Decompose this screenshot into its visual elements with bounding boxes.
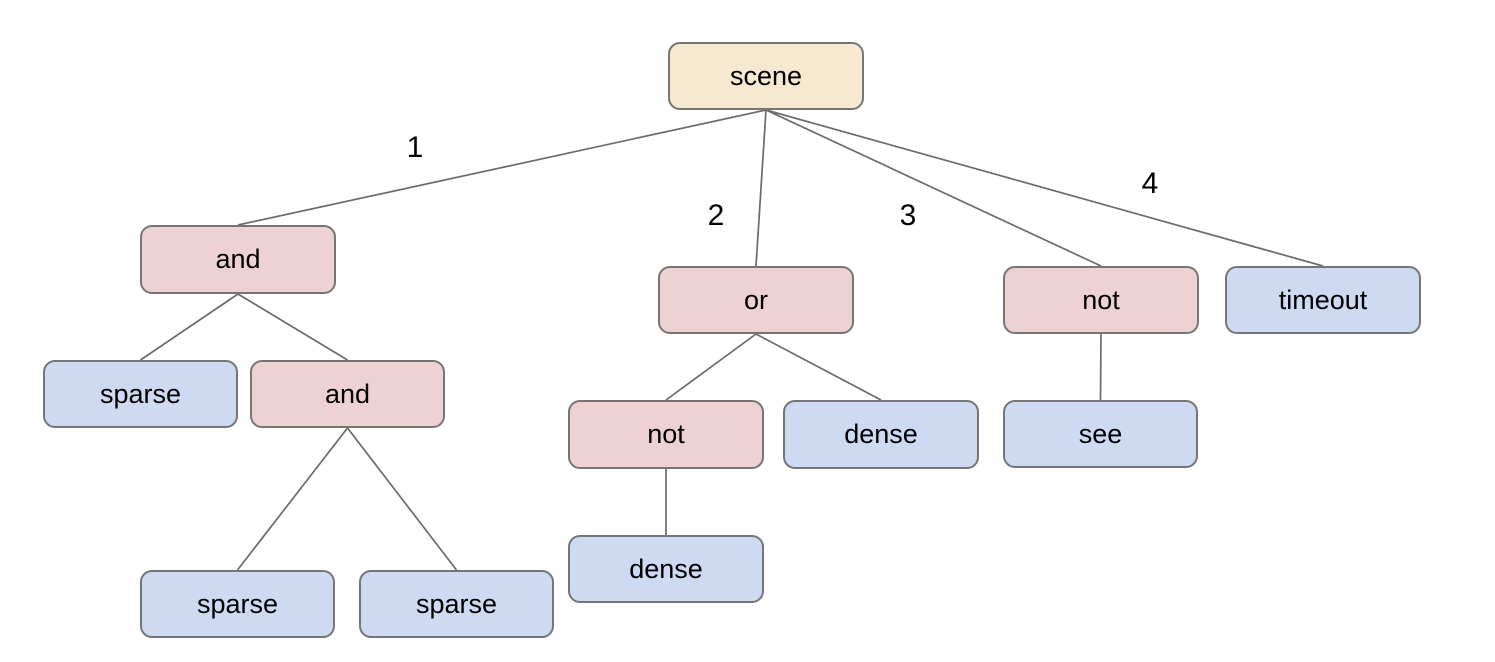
edge-line-and-2-sparse-2: [236, 427, 349, 571]
edge-line-scene-or-1: [755, 109, 767, 267]
edge-label-2: 2: [707, 199, 725, 232]
tree-node-and-1: and: [140, 225, 336, 294]
tree-node-sparse-3: sparse: [359, 570, 554, 638]
edge-label-4: 4: [1141, 167, 1159, 200]
tree-node-sparse-2: sparse: [140, 570, 335, 638]
tree-node-scene: scene: [668, 42, 864, 110]
tree-node-timeout-1: timeout: [1225, 266, 1421, 334]
tree-node-or-1: or: [658, 266, 854, 334]
edge-line-or-1-not-2: [665, 333, 757, 401]
edge-line-scene-and-1: [237, 109, 767, 226]
tree-node-see-1: see: [1003, 400, 1198, 468]
tree-node-not-2: not: [568, 400, 764, 469]
edge-line-scene-timeout-1: [765, 109, 1324, 267]
edge-line-or-1-dense-1: [755, 333, 882, 401]
edge-line-and-1-and-2: [237, 293, 348, 361]
tree-node-dense-1: dense: [783, 400, 979, 469]
edge-label-1: 1: [406, 131, 424, 164]
edge-line-scene-not-1: [765, 109, 1102, 267]
tree-node-not-1: not: [1003, 266, 1199, 334]
edge-line-not-1-see-1: [1099, 333, 1102, 401]
tree-node-and-2: and: [250, 360, 445, 428]
edge-label-3: 3: [899, 199, 917, 232]
tree-node-sparse-1: sparse: [43, 360, 238, 428]
tree-node-dense-2: dense: [568, 535, 764, 603]
edge-line-and-1-sparse-1: [140, 293, 239, 361]
edge-line-and-2-sparse-3: [346, 427, 458, 571]
